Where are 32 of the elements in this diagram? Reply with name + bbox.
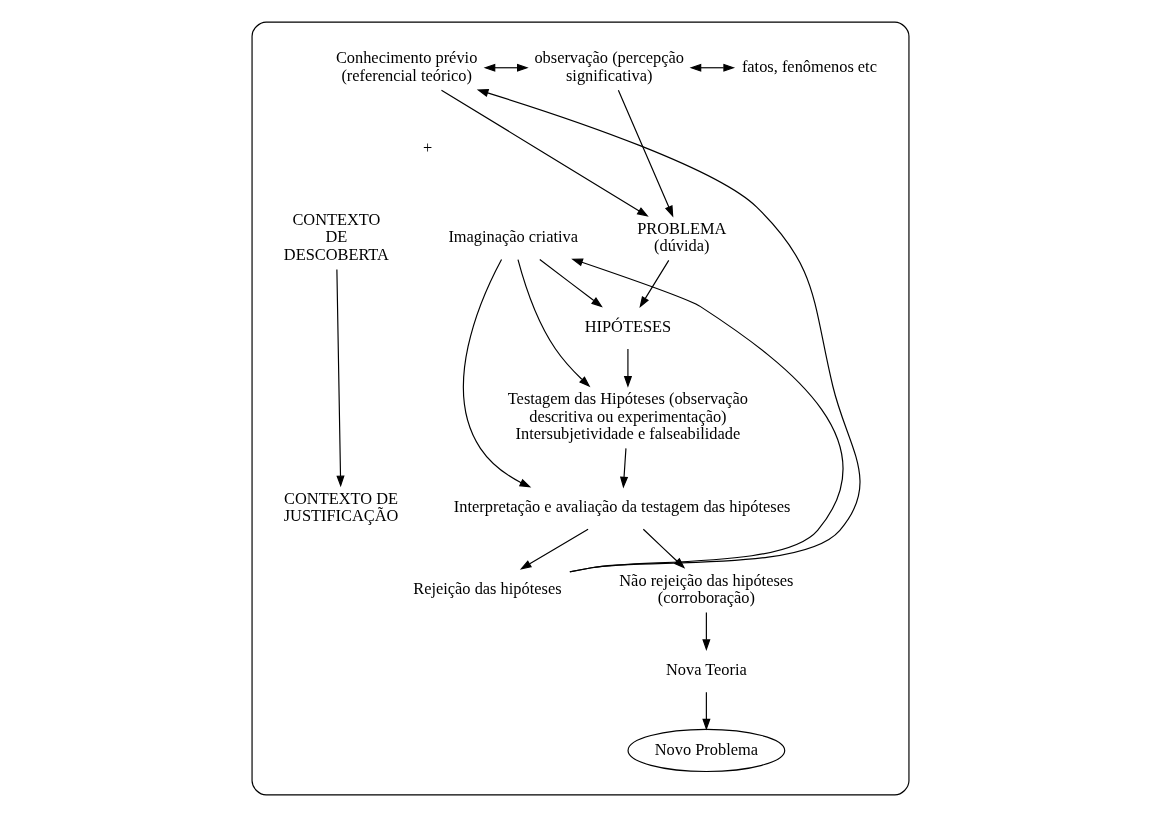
node-text: CONTEXTO DE JUSTIFICAÇÃO bbox=[283, 488, 399, 526]
arrow bbox=[462, 258, 532, 488]
label: + bbox=[423, 137, 433, 157]
arrow bbox=[702, 612, 711, 652]
node-text: observação (percepção significativa) bbox=[534, 48, 684, 85]
node-ellipse: Novo Problema bbox=[627, 728, 786, 773]
arrow bbox=[702, 691, 711, 731]
arrow bbox=[476, 89, 861, 573]
node-text: fatos, fenômenos etc bbox=[741, 57, 877, 77]
arrow bbox=[619, 447, 629, 489]
node-text: Não rejeição das hipóteses (corroboração) bbox=[619, 570, 794, 608]
cluster bbox=[251, 21, 910, 796]
node-text: PROBLEMA (dúvida) bbox=[637, 218, 727, 256]
node-text: CONTEXTO DE DESCOBERTA bbox=[283, 209, 389, 265]
arrow bbox=[569, 258, 844, 573]
arrow bbox=[519, 528, 589, 570]
node-text: Rejeição das hipóteses bbox=[413, 579, 562, 599]
arrow bbox=[617, 89, 674, 218]
node-text: Interpretação e avaliação da testagem das hipóteses bbox=[453, 497, 791, 517]
arrow bbox=[539, 258, 603, 308]
arrow bbox=[440, 89, 649, 217]
arrow bbox=[336, 268, 345, 488]
arrow bbox=[689, 63, 736, 72]
arrow bbox=[623, 348, 633, 388]
node-text: Conhecimento prévio (referencial teórico) bbox=[335, 48, 478, 85]
node-text: Nova Teoria bbox=[665, 660, 747, 680]
arrow bbox=[483, 63, 529, 72]
arrow bbox=[639, 259, 670, 308]
node-text: Imaginação criativa bbox=[448, 227, 578, 247]
arrow bbox=[517, 259, 591, 388]
node-text: HIPÓTESES bbox=[584, 317, 672, 337]
node-text: Testagem das Hipóteses (observação descritiva ou experimentação) Intersubjetividade e falseabilidade bbox=[507, 389, 749, 444]
